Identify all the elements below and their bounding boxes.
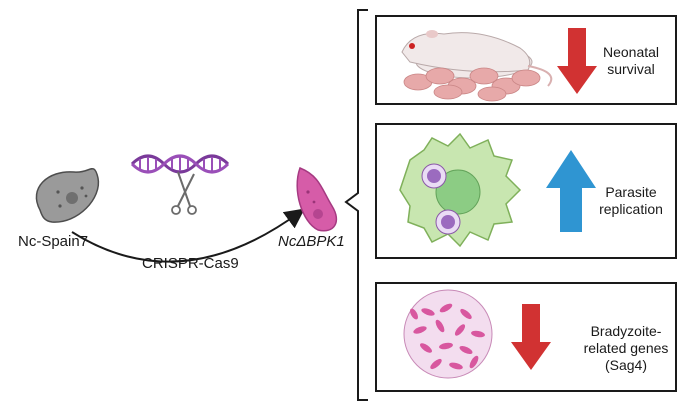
mutant-strain-label: NcΔBPK1 bbox=[278, 233, 345, 250]
panel-label-3: Bradyzoite- related genes (Sag4) bbox=[583, 323, 669, 373]
pups-icon bbox=[403, 67, 541, 102]
decrease-arrow-1 bbox=[557, 28, 597, 94]
panel-label-1: Neonatal survival bbox=[602, 44, 660, 77]
host-cell-icon bbox=[399, 132, 522, 248]
decrease-arrow-2 bbox=[511, 304, 551, 370]
tissue-cyst-icon bbox=[403, 289, 493, 379]
wildtype-parasite-icon bbox=[35, 167, 100, 223]
source-strain-label: Nc-Spain7 bbox=[18, 233, 89, 250]
panel-label-2: Parasite replication bbox=[599, 184, 663, 217]
increase-arrow bbox=[546, 150, 596, 232]
transformation-arrow bbox=[71, 208, 305, 263]
mutant-parasite-icon bbox=[296, 167, 338, 232]
mouse-icon bbox=[401, 30, 553, 87]
method-label: CRISPR-Cas9 bbox=[142, 255, 239, 272]
dna-scissors-icon bbox=[130, 154, 230, 215]
panel-bracket bbox=[344, 9, 368, 401]
